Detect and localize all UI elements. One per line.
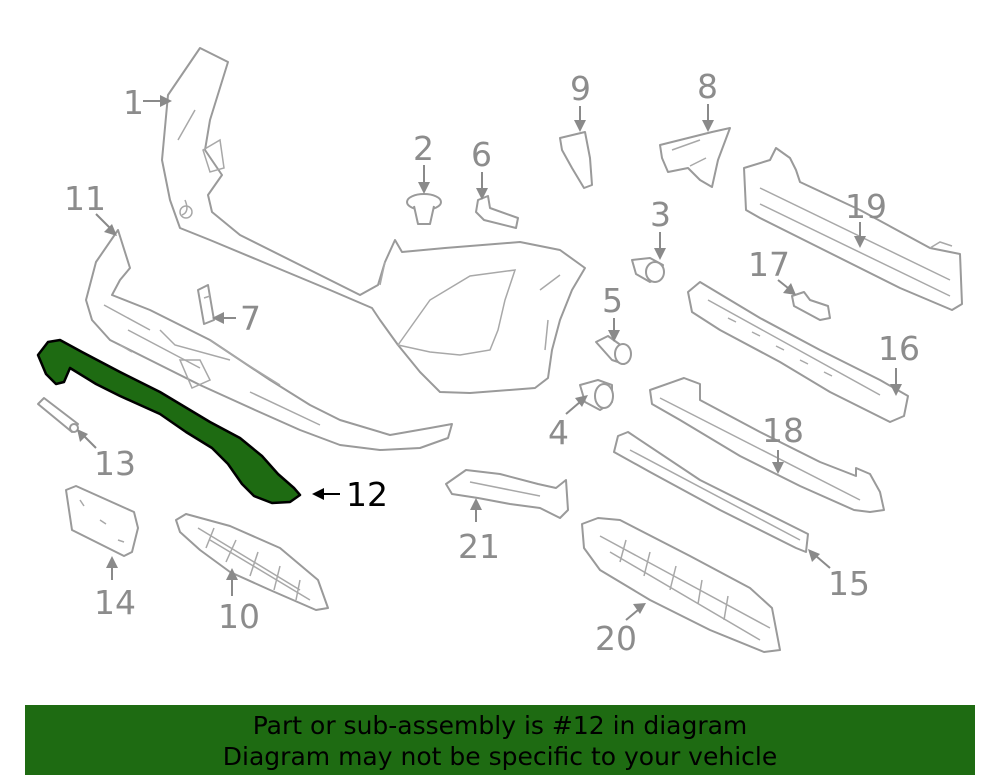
callout-9: 9 bbox=[570, 69, 591, 132]
part-18-bar[interactable] bbox=[649, 377, 885, 513]
parts-diagram: 1 2 3 4 5 bbox=[36, 47, 963, 658]
banner-line-disclaimer: Diagram may not be specific to your vehi… bbox=[222, 742, 778, 771]
callout-2: 2 bbox=[413, 129, 434, 194]
part-2-push-pin[interactable] bbox=[406, 193, 442, 225]
part-6-bracket[interactable] bbox=[475, 195, 519, 229]
callout-14: 14 bbox=[94, 556, 136, 622]
callout-7: 7 bbox=[212, 299, 261, 338]
part-1-bumper-cover[interactable] bbox=[161, 47, 586, 394]
callout-5: 5 bbox=[602, 281, 623, 342]
part-14-license-bracket[interactable] bbox=[65, 485, 139, 557]
callout-label-21: 21 bbox=[458, 527, 500, 566]
callout-17: 17 bbox=[748, 245, 796, 295]
part-17-bracket[interactable] bbox=[791, 291, 831, 321]
callout-label-6: 6 bbox=[471, 135, 492, 174]
callout-label-4: 4 bbox=[548, 413, 569, 452]
part-16-energy-absorber[interactable] bbox=[687, 281, 909, 423]
part-10-grille-insert[interactable] bbox=[175, 513, 329, 611]
callout-16: 16 bbox=[878, 329, 920, 396]
callout-label-3: 3 bbox=[650, 195, 671, 234]
callout-label-1: 1 bbox=[123, 83, 144, 122]
callout-label-16: 16 bbox=[878, 329, 920, 368]
callout-19: 19 bbox=[845, 187, 887, 248]
callout-label-9: 9 bbox=[570, 69, 591, 108]
part-20-lower-support[interactable] bbox=[581, 517, 781, 653]
part-19-beam[interactable] bbox=[743, 147, 963, 311]
part-11-lower-grille[interactable] bbox=[85, 229, 453, 451]
callout-15: 15 bbox=[808, 549, 870, 603]
part-8-bracket[interactable] bbox=[659, 127, 731, 188]
callout-4: 4 bbox=[548, 395, 588, 452]
callout-12: 12 bbox=[312, 475, 388, 514]
callout-label-5: 5 bbox=[602, 281, 623, 320]
callout-label-8: 8 bbox=[697, 67, 718, 106]
part-7-clip[interactable] bbox=[197, 284, 215, 325]
part-13-rod[interactable] bbox=[37, 397, 79, 433]
info-banner: Part or sub-assembly is #12 in diagram D… bbox=[25, 705, 975, 775]
callout-6: 6 bbox=[471, 135, 492, 200]
callout-label-12: 12 bbox=[346, 475, 388, 514]
callout-label-2: 2 bbox=[413, 129, 434, 168]
callout-label-17: 17 bbox=[748, 245, 790, 284]
callout-10: 10 bbox=[218, 568, 260, 636]
banner-line-part: Part or sub-assembly is #12 in diagram bbox=[252, 711, 748, 740]
part-9-bracket[interactable] bbox=[559, 131, 593, 189]
callout-label-14: 14 bbox=[94, 583, 136, 622]
callout-21: 21 bbox=[458, 498, 500, 566]
callout-1: 1 bbox=[123, 83, 172, 122]
part-21-side-bracket[interactable] bbox=[445, 469, 569, 519]
callout-11: 11 bbox=[64, 179, 117, 236]
part-15-reinforcement[interactable] bbox=[613, 431, 809, 553]
part-5-clip[interactable] bbox=[595, 335, 632, 365]
callout-label-11: 11 bbox=[64, 179, 106, 218]
callout-3: 3 bbox=[650, 195, 671, 260]
callout-label-10: 10 bbox=[218, 597, 260, 636]
part-3-clip[interactable] bbox=[631, 257, 665, 283]
callout-label-13: 13 bbox=[94, 444, 136, 483]
callout-8: 8 bbox=[697, 67, 718, 132]
callout-18: 18 bbox=[762, 411, 804, 474]
part-4-clip[interactable] bbox=[579, 379, 614, 411]
callout-label-15: 15 bbox=[828, 564, 870, 603]
callout-label-19: 19 bbox=[845, 187, 887, 226]
callout-13: 13 bbox=[77, 429, 136, 483]
callout-label-18: 18 bbox=[762, 411, 804, 450]
part-12-lower-valance[interactable] bbox=[36, 338, 302, 505]
callout-label-20: 20 bbox=[595, 619, 637, 658]
callout-20: 20 bbox=[595, 603, 646, 658]
callout-label-7: 7 bbox=[240, 299, 261, 338]
